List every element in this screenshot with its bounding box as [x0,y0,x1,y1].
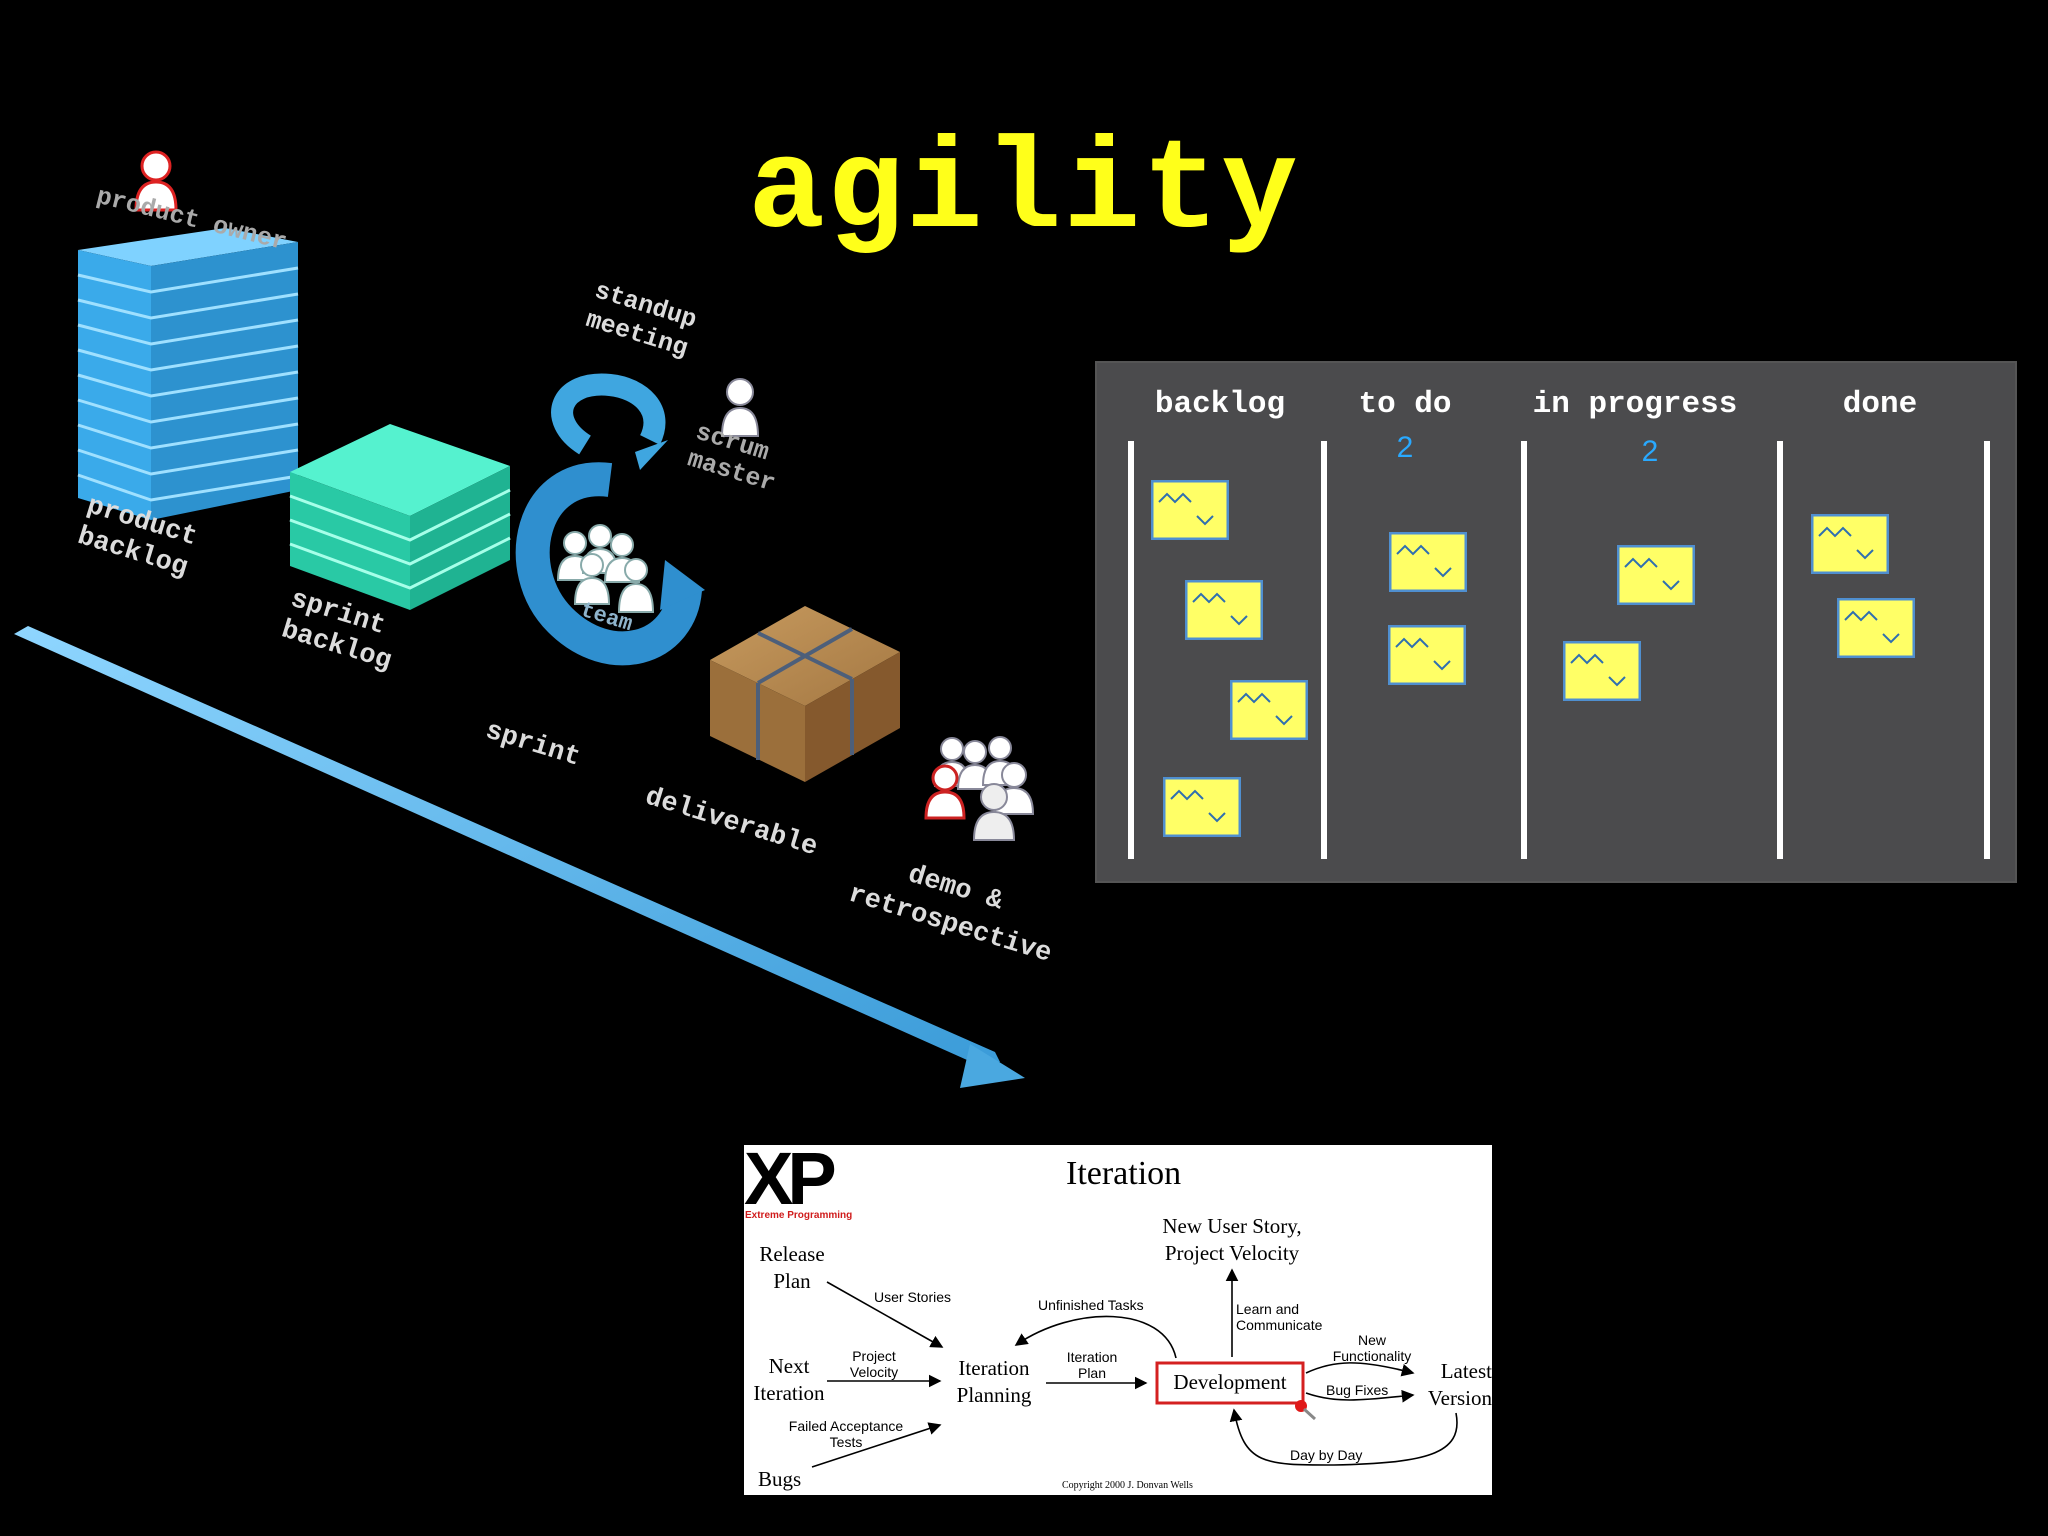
xp-logo: XP [744,1145,837,1220]
sticky-card[interactable] [1185,580,1263,640]
edge-bug-fixes: Bug Fixes [1326,1382,1389,1398]
node-iteration-planning: Iteration Planning [956,1356,1032,1407]
sticky-card[interactable] [1163,777,1241,837]
sticky-card[interactable] [1230,680,1308,740]
xp-iteration-diagram: XP Extreme Programming Iteration Release… [744,1145,1492,1495]
sticky-card[interactable] [1389,532,1467,592]
column-divider [1984,441,1990,859]
node-bugs: Bugs [758,1467,802,1491]
sticky-card[interactable] [1151,480,1229,540]
column-header-done: done [1842,387,1918,422]
column-header-backlog: backlog [1154,387,1286,422]
kanban-board: backlog to do in progress done 2 2 [1095,361,2017,883]
node-development[interactable]: Development [1173,1370,1287,1394]
diagram-title: Iteration [1066,1155,1182,1192]
edge-iteration-plan: Iteration Plan [1066,1349,1118,1381]
scrum-master-icon [720,378,760,437]
team-icon [556,524,655,613]
scrum-illustration [14,150,1035,1088]
product-owner-icon [134,150,178,212]
sticky-card[interactable] [1563,641,1641,701]
column-divider [1521,441,1527,859]
page-title: agility [748,120,1300,265]
wip-limit-in-progress: 2 [1641,435,1659,468]
edge-failed-acceptance-tests: Failed Acceptance Tests [788,1418,904,1450]
sticky-card[interactable] [1617,545,1695,605]
column-divider [1321,441,1327,859]
sprint-cycle-arrows [515,373,705,666]
sticky-card[interactable] [1837,598,1915,658]
demo-group-icon [924,736,1035,841]
column-divider [1128,441,1134,859]
column-header-to-do: to do [1358,387,1452,422]
node-release-plan: Release Plan [759,1242,825,1293]
node-next-iteration: Next Iteration [753,1354,825,1405]
wip-limit-to-do: 2 [1396,431,1414,464]
sticky-card[interactable] [1388,625,1466,685]
node-latest-version: Latest Version [1427,1359,1492,1410]
edge-new-functionality: New Functionality [1332,1332,1412,1364]
diagram-arrows [811,1268,1458,1468]
timeline-arrow [14,626,1025,1088]
edge-unfinished-tasks: Unfinished Tasks [1038,1297,1144,1313]
sprint-backlog-stack [289,424,511,610]
node-new-user-story: New User Story, Project Velocity [1162,1214,1302,1265]
copyright-note: Copyright 2000 J. Donvan Wells [1062,1480,1193,1491]
edge-day-by-day: Day by Day [1290,1447,1363,1463]
deliverable-box [710,606,900,782]
column-header-in-progress: in progress [1532,387,1738,422]
edge-learn-and-communicate: Learn and Communicate [1236,1301,1323,1333]
edge-user-stories: User Stories [874,1289,952,1305]
xp-logo-subtitle: Extreme Programming [745,1210,853,1221]
column-divider [1777,441,1783,859]
product-backlog-stack [77,228,299,520]
sticky-card[interactable] [1811,514,1889,574]
edge-project-velocity: Project Velocity [849,1348,899,1380]
